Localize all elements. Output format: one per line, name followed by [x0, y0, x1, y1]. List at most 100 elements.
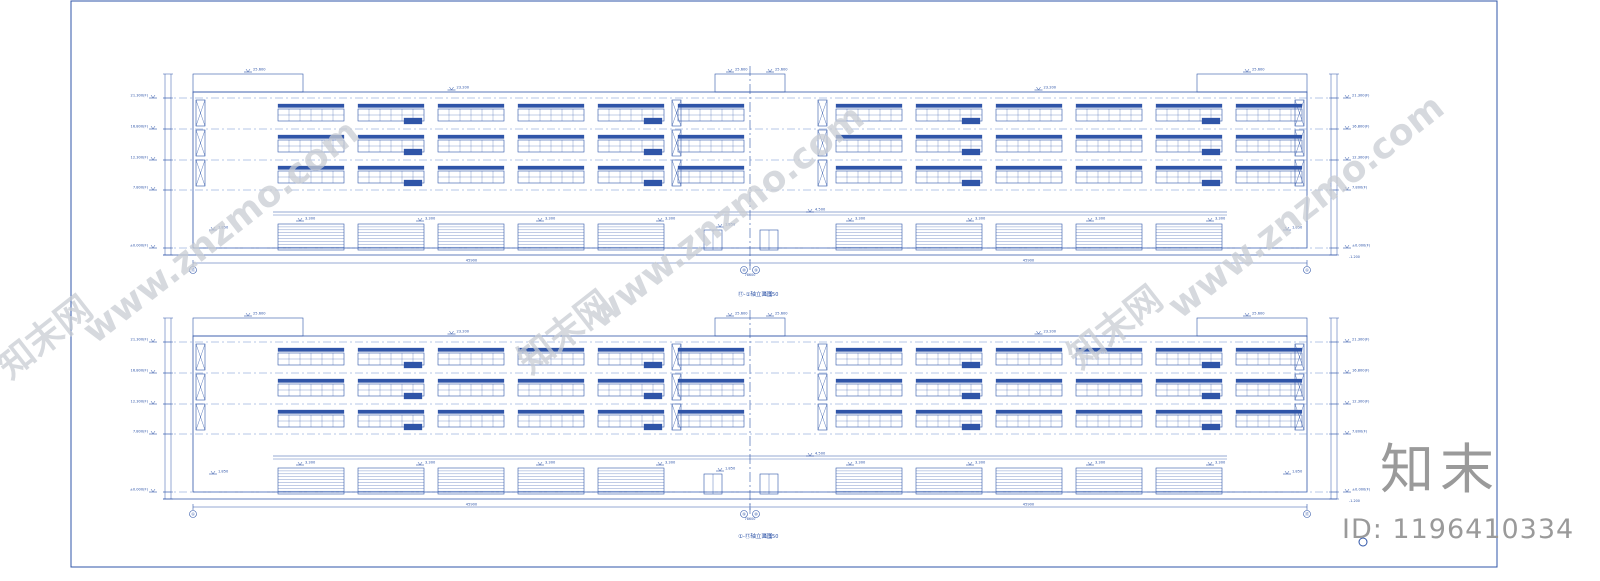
elevation_bottom-ac-unit-2-7: [961, 423, 981, 431]
elevation_top-roof-right: 25.600: [1252, 68, 1265, 72]
elevation_top-lvl-gf-r-triangle: [1344, 244, 1350, 249]
elevation_top-window-head-1-7: [915, 134, 983, 139]
elevation_bottom-window-head-2-3: [517, 409, 585, 414]
elevation_top-sill-mid-triangle: [717, 223, 723, 228]
watermark-site-2: www.znzmo.com: [580, 97, 872, 338]
elevation_bottom-lvl-l2-triangle: [150, 400, 156, 405]
elevation_bottom-shopfront-5: [835, 467, 903, 495]
elevation_bottom-ac-unit-1-7: [961, 392, 981, 400]
elevation_top-window-head-2-7: [915, 165, 983, 170]
watermark-site-1: www.znzmo.com: [75, 112, 367, 353]
elevation_bottom-parapet-left: [192, 317, 304, 337]
elevation_top-shopfront-4: [597, 223, 665, 251]
elevation_top-window-head-0-5: [677, 103, 745, 108]
elevation_bottom-lvl-l3-r-triangle: [1344, 369, 1350, 374]
elevation_top-lvl-l3-r-triangle: [1344, 125, 1350, 130]
elevation_top-lvl-l1-r: 7.800(F): [1352, 186, 1368, 190]
elevation_bottom-canopy-1: 3.300: [425, 461, 436, 465]
elevation_top-stair-x-cr-2: [817, 159, 828, 187]
elevation_top-window-head-1-2: [437, 134, 505, 139]
elevation_bottom-lvl-gf-r: ±0.000(F): [1352, 488, 1371, 492]
elevation_top-stair-right-0: [1294, 99, 1305, 127]
elevation_top-window-head-1-11: [1235, 134, 1303, 139]
elevation_top-stair-right-2: [1294, 159, 1305, 187]
elevation_bottom-ac-unit-2-4: [643, 423, 663, 431]
elevation_top-parapet-left: [192, 73, 304, 93]
elevation_top-mid-height: 4.500: [815, 208, 826, 212]
elevation_top-window-head-1-9: [1075, 134, 1143, 139]
elevation_bottom-window-head-2-11: [1235, 409, 1303, 414]
elevation_top-roof-main-l-triangle: [449, 86, 454, 91]
elevation_bottom-ac-unit-0-4: [643, 361, 663, 369]
elevation_bottom-stair-x-cr-1: [817, 373, 828, 401]
elevation_top-sill-right: 1.850: [1292, 226, 1303, 230]
elevation_top-stair-x-left-0: [195, 99, 206, 127]
elevation_bottom-canopy-1-triangle: [417, 461, 423, 466]
elevation_bottom-window-head-1-6: [835, 378, 903, 383]
elevation_bottom-axis-left-circle: [189, 510, 197, 518]
elevation_bottom-window-head-2-10: [1155, 409, 1223, 414]
elevation_bottom-stair-x-cl-1: [671, 373, 682, 401]
elevation_top-ac-unit-1-4: [643, 148, 663, 156]
elevation_bottom-roof-mid-l-triangle: [727, 312, 733, 317]
elevation_bottom-window-head-2-1: [357, 409, 425, 414]
elevation_top-canopy-1: 3.300: [425, 217, 436, 221]
elevation_top-lvl-l2: 12.300(F): [131, 156, 149, 160]
elevation_top-window-head-2-4: [597, 165, 665, 170]
elevation_top-window-head-1-6: [835, 134, 903, 139]
elevation_bottom-lvl-l1-r-triangle: [1344, 430, 1350, 435]
elevation_bottom-window-head-1-3: [517, 378, 585, 383]
elevation_top-dim-left: 45900: [466, 259, 478, 263]
elevation_top-window-head-0-2: [437, 103, 505, 108]
elevation_top-axis-mid-a-circle: [740, 266, 748, 274]
elevation_bottom-lvl-l4-r-triangle: [1344, 338, 1350, 343]
elevation_top-window-head-0-4: [597, 103, 665, 108]
elevation_top-window-head-2-1: [357, 165, 425, 170]
elevation_bottom-window-head-0-11: [1235, 347, 1303, 352]
elevation_bottom-axis-mid-a: ⑨: [742, 512, 746, 517]
elevation_bottom-window-head-0-7: [915, 347, 983, 352]
elevation_bottom-window-head-1-2: [437, 378, 505, 383]
elevation_bottom-window-head-1-8: [995, 378, 1063, 383]
elevation_bottom-canopy-5: 3.300: [975, 461, 986, 465]
elevation_bottom-shopfront-7: [995, 467, 1063, 495]
elevation_bottom-canopy-6: 3.300: [1095, 461, 1106, 465]
elevation_top-stair-x-left-1: [195, 129, 206, 157]
elevation_top-shopfront-8: [1075, 223, 1143, 251]
elevation_bottom-dim-overall: 78600: [745, 517, 756, 521]
elevation_bottom-lvl-gf-triangle: [150, 488, 156, 493]
elevation_top-canopy-6-triangle: [1087, 217, 1093, 222]
elevation_top-ac-unit-1-7: [961, 148, 981, 156]
elevation_top-window-head-1-1: [357, 134, 425, 139]
elevation_bottom-stair-cl-2: [671, 403, 682, 431]
elevation_top-axis-mid-b-circle: [752, 266, 760, 274]
elevation_bottom-shopfront-2: [437, 467, 505, 495]
elevation_top-window-head-2-5: [677, 165, 745, 170]
elevation_bottom-roof-main-l-triangle: [449, 330, 454, 335]
elevation_bottom-canopy-3: 3.300: [665, 461, 676, 465]
elevation_bottom-stair-x-cl-2: [671, 403, 682, 431]
elevation_top-ac-unit-2-7: [961, 179, 981, 187]
elevation_bottom-window-head-0-4: [597, 347, 665, 352]
elevation_bottom-window-head-1-10: [1155, 378, 1223, 383]
elevation_top-ac-unit-0-1: [403, 117, 423, 125]
elevation_bottom-canopy-7: 3.300: [1215, 461, 1226, 465]
elevation_bottom-stair-left-1: [195, 373, 206, 401]
elevation_bottom-window-head-2-9: [1075, 409, 1143, 414]
elevation_top-parapet-right: [1196, 73, 1308, 93]
elevation_top-stair-left-2: [195, 159, 206, 187]
elevation_top-window-head-0-9: [1075, 103, 1143, 108]
elevation_top-window-head-0-10: [1155, 103, 1223, 108]
elevation_top-window-head-0-0: [277, 103, 345, 108]
elevation_top-stair-x-cr-1: [817, 129, 828, 157]
elevation_bottom-window-head-2-7: [915, 409, 983, 414]
elevation_top-lvl-l1: 7.800(F): [133, 186, 149, 190]
elevation_bottom-roof-main-r-triangle: [1036, 330, 1041, 335]
elevation_top-lvl-l2-r: 12.300(F): [1352, 156, 1370, 160]
elevation_top-lvl-l3: 16.800(F): [131, 125, 149, 129]
elevation_top-lvl-l3-r: 16.800(F): [1352, 125, 1370, 129]
elevation_bottom-stair-x-cr-0: [817, 343, 828, 371]
elevation_top-dim-overall: 78600: [745, 273, 756, 277]
elevation_top-canopy-5-triangle: [967, 217, 973, 222]
elevation_top-lvl-l4-r: 21.300(F): [1352, 94, 1370, 98]
